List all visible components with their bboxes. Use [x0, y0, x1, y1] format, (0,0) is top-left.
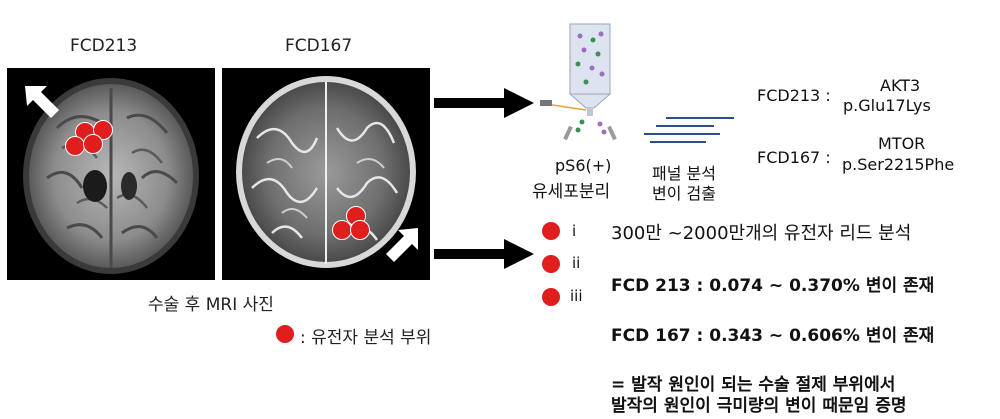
site-label: ii: [572, 254, 581, 272]
mri-scan-fcd167: [222, 68, 430, 280]
result-gene-fcd213: AKT3: [880, 76, 921, 95]
fcd167-variant-range: FCD 167 : 0.343 ~ 0.606% 변이 존재: [611, 326, 935, 346]
analysis-site-dot: [65, 136, 85, 156]
site-dot-icon: [542, 288, 560, 306]
site-label: i: [572, 222, 577, 240]
conclusion-line-1: = 발작 원인이 되는 수술 절제 부위에서: [611, 375, 896, 395]
analysis-site-dot: [83, 134, 103, 154]
panel-label-2: 변이 검출: [652, 184, 716, 203]
result-mutation-fcd213: p.Glu17Lys: [843, 96, 931, 115]
result-mutation-fcd167: p.Ser2215Phe: [842, 155, 955, 174]
analysis-site-dot: [350, 220, 370, 240]
flow-arrow-icon: [434, 88, 534, 118]
panel-label-1: 패널 분석: [652, 164, 716, 183]
isolation-label-2: 유세포분리: [532, 182, 611, 202]
analysis-site-dot: [332, 220, 352, 240]
flow-cytometry-icon: [540, 23, 617, 141]
result-sample-fcd167: FCD167 :: [757, 148, 831, 167]
scan-label-fcd213: FCD213: [70, 36, 138, 56]
conclusion-line-2: 발작의 원인이 극미량의 변이 때문임 증명: [611, 396, 907, 416]
flow-arrow-icon: [434, 239, 534, 269]
brain-axial-image: [236, 76, 418, 268]
reads-summary: 300만 ~2000만개의 유전자 리드 분석: [611, 223, 912, 244]
scan-caption: 수술 후 MRI 사진: [148, 295, 274, 315]
brain-axial-image: [23, 78, 199, 274]
site-dot-icon: [542, 255, 560, 273]
sequencing-reads-icon: [644, 117, 734, 143]
fcd213-variant-range: FCD 213 : 0.074 ~ 0.370% 변이 존재: [611, 276, 935, 296]
result-gene-fcd167: MTOR: [878, 134, 926, 153]
scan-label-fcd167: FCD167: [285, 36, 353, 56]
legend-label: : 유전자 분석 부위: [300, 328, 432, 348]
site-dot-icon: [542, 222, 560, 240]
white-arrow-icon: [386, 228, 418, 262]
site-label: iii: [570, 287, 583, 305]
result-sample-fcd213: FCD213 :: [757, 86, 831, 105]
isolation-label-1: pS6(+): [555, 156, 612, 175]
legend-red-dot-icon: [276, 325, 294, 343]
white-arrow-icon: [25, 86, 59, 118]
mri-scan-fcd213: [7, 68, 215, 280]
